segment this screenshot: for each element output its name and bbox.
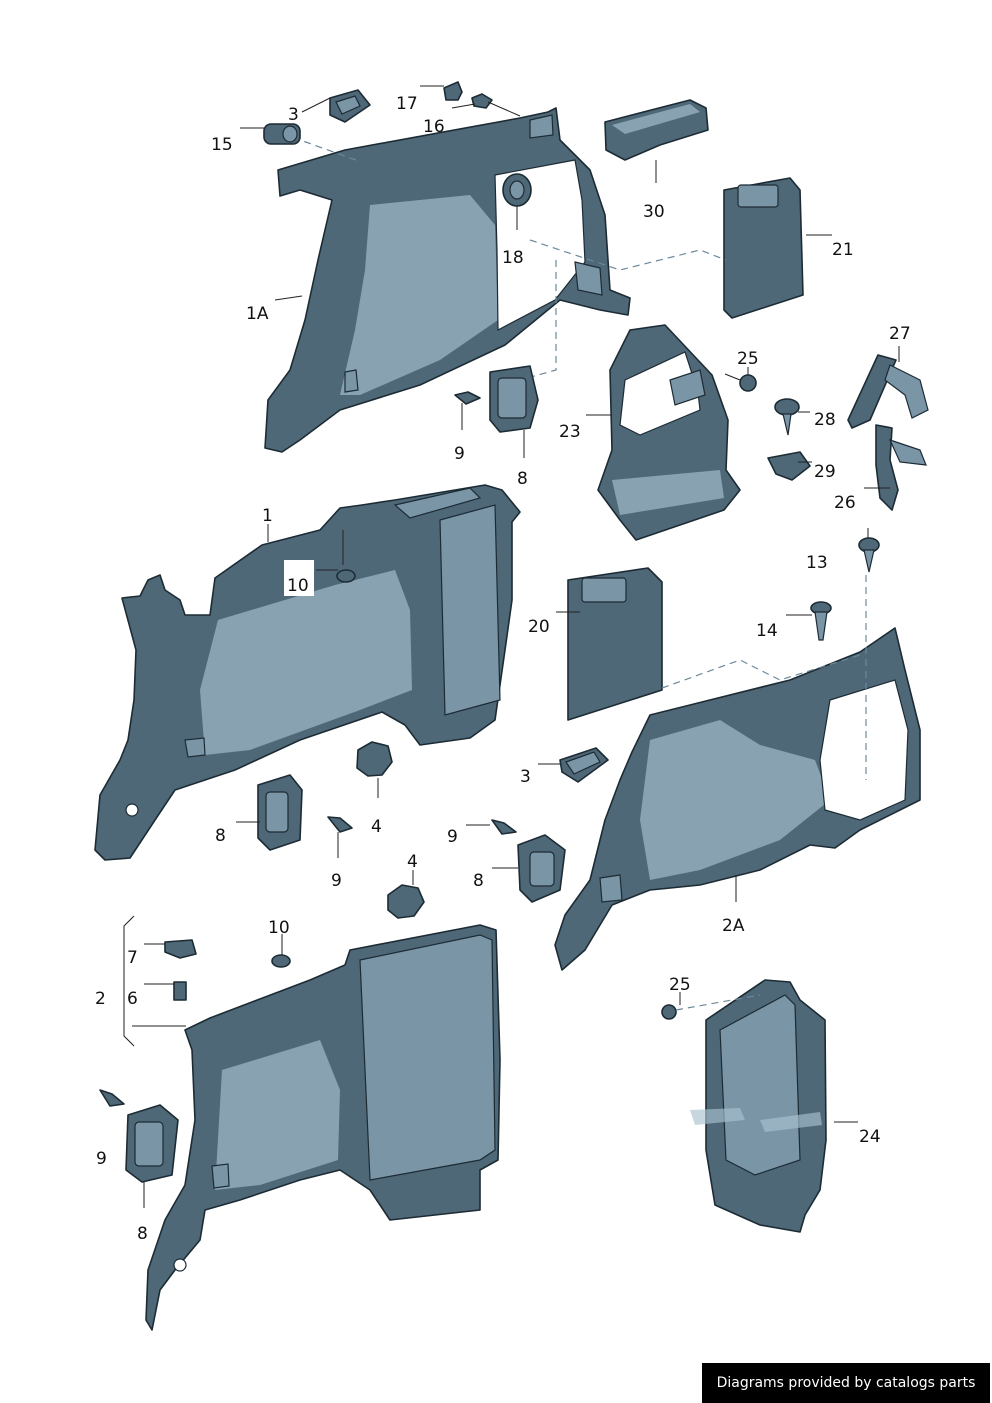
screw-10-part2 xyxy=(271,954,291,968)
screw-9-mid-left xyxy=(327,816,353,833)
callout-4-lower: 4 xyxy=(407,852,418,872)
callout-25-top: 25 xyxy=(737,349,759,369)
callout-3-middle: 3 xyxy=(520,767,531,787)
callout-21: 21 xyxy=(832,240,854,260)
callout-4-upper: 4 xyxy=(371,817,382,837)
handle-8-left xyxy=(257,774,303,851)
handle-8-bottom xyxy=(125,1104,179,1183)
callout-24: 24 xyxy=(859,1127,881,1147)
callout-9-mid-left: 9 xyxy=(331,871,342,891)
callout-23: 23 xyxy=(559,422,581,442)
callout-2: 2 xyxy=(95,989,106,1009)
handle-8-top xyxy=(489,365,539,433)
screw-13 xyxy=(858,537,880,573)
clip-6 xyxy=(173,981,187,1001)
callout-8-left: 8 xyxy=(215,826,226,846)
callout-9-top: 9 xyxy=(454,444,465,464)
callout-27: 27 xyxy=(889,324,911,344)
part-2a-trim-panel xyxy=(554,627,921,971)
callout-29: 29 xyxy=(814,462,836,482)
bracket-24 xyxy=(690,979,827,1233)
callout-7: 7 xyxy=(127,948,138,968)
callout-28: 28 xyxy=(814,410,836,430)
screw-25-bottom xyxy=(661,994,761,1020)
callout-1: 1 xyxy=(262,506,273,526)
part-2-trim-panel xyxy=(145,924,501,1331)
screw-9-top xyxy=(454,391,481,405)
callout-3-top: 3 xyxy=(288,105,299,125)
callout-20: 20 xyxy=(528,617,550,637)
callout-8-top: 8 xyxy=(517,469,528,489)
screw-10-part1 xyxy=(336,569,356,583)
cap-4-lower xyxy=(387,884,425,919)
screw-25-top xyxy=(724,373,757,392)
screw-9-mid-right xyxy=(491,819,517,835)
part-1-trim-panel xyxy=(94,484,521,861)
callout-17: 17 xyxy=(396,94,418,114)
credit-badge: Diagrams provided by catalogs parts xyxy=(702,1363,990,1403)
credit-text: Diagrams provided by catalogs parts xyxy=(716,1375,976,1391)
clip-3-top xyxy=(329,89,371,123)
callout-2a: 2A xyxy=(722,916,745,936)
callout-16: 16 xyxy=(423,117,445,137)
callout-15: 15 xyxy=(211,135,233,155)
callout-13: 13 xyxy=(806,553,828,573)
callout-30: 30 xyxy=(643,202,665,222)
callout-9-mid-right: 9 xyxy=(447,827,458,847)
callout-25-bottom: 25 xyxy=(669,975,691,995)
callout-9-bottom: 9 xyxy=(96,1149,107,1169)
clip-15 xyxy=(263,123,301,145)
callout-26: 26 xyxy=(834,493,856,513)
callout-6: 6 xyxy=(127,989,138,1009)
part-1a-trim-panel xyxy=(264,107,631,453)
screw-16 xyxy=(471,93,521,117)
callout-8-bottom: 8 xyxy=(137,1224,148,1244)
strap-27 xyxy=(847,354,929,429)
bracket-23 xyxy=(597,324,741,541)
clip-29 xyxy=(767,451,811,481)
strap-26 xyxy=(875,424,927,511)
panel-20 xyxy=(567,567,663,721)
callout-14: 14 xyxy=(756,621,778,641)
callout-1a: 1A xyxy=(246,304,269,324)
callout-10-upper: 10 xyxy=(287,576,309,596)
cap-4-upper xyxy=(356,741,393,777)
clip-3-middle xyxy=(559,747,609,783)
nut-17 xyxy=(443,81,463,101)
cover-30 xyxy=(604,99,709,161)
callout-10-lower: 10 xyxy=(268,918,290,938)
cap-7 xyxy=(164,939,197,959)
panel-21 xyxy=(723,177,804,319)
clip-14 xyxy=(810,601,832,641)
screw-28 xyxy=(774,398,800,436)
grommet-18 xyxy=(502,173,532,207)
handle-8-mid xyxy=(517,834,566,903)
callout-8-mid: 8 xyxy=(473,871,484,891)
screw-9-bottom xyxy=(99,1089,125,1107)
callout-18: 18 xyxy=(502,248,524,268)
